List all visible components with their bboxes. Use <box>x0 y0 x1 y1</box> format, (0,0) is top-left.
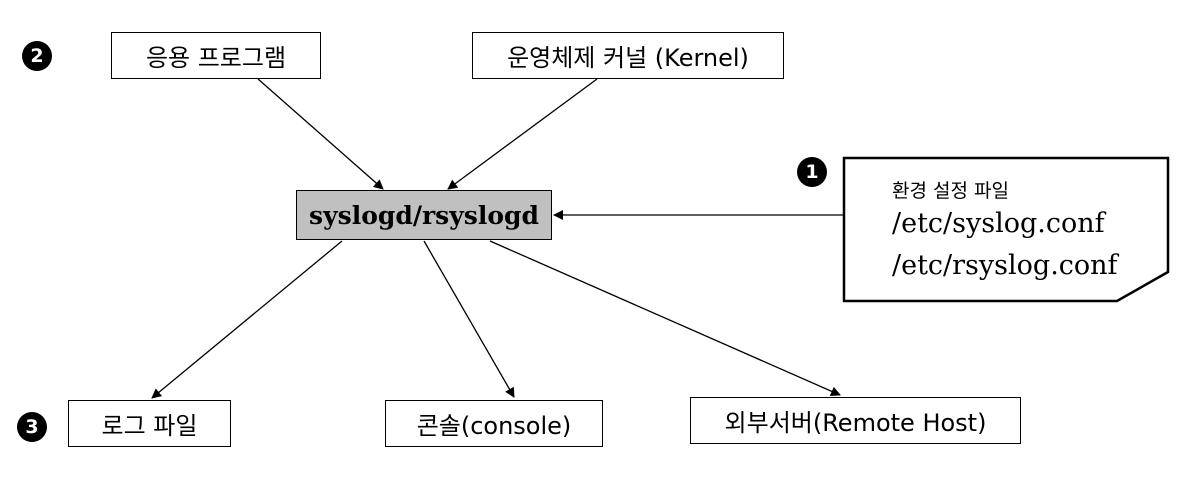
kernel-box: 운영체제 커널 (Kernel) <box>472 32 784 79</box>
log-file-box: 로그 파일 <box>68 400 231 447</box>
log-file-label: 로그 파일 <box>101 412 198 440</box>
syslogd-label: syslogd/rsyslogd <box>309 200 539 230</box>
step-1-badge: 1 <box>797 157 827 187</box>
remote-host-box: 외부서버(Remote Host) <box>690 397 1021 444</box>
console-box: 콘솔(console) <box>385 400 603 447</box>
arrow-syslogd-to-console <box>423 240 515 398</box>
config-file-syslog: /etc/syslog.conf <box>892 208 1105 239</box>
step-2-badge: 2 <box>22 41 52 71</box>
arrow-syslogd-to-remote <box>489 240 841 396</box>
application-box: 응용 프로그램 <box>111 32 321 79</box>
arrow-syslogd-to-logfile <box>151 240 343 399</box>
config-file-rsyslog: /etc/rsyslog.conf <box>892 250 1118 281</box>
application-label: 응용 프로그램 <box>145 44 287 72</box>
step-3-badge: 3 <box>17 412 47 442</box>
syslogd-box: syslogd/rsyslogd <box>296 190 552 240</box>
console-label: 콘솔(console) <box>416 412 572 440</box>
remote-host-label: 외부서버(Remote Host) <box>724 409 987 437</box>
kernel-label: 운영체제 커널 (Kernel) <box>507 44 749 72</box>
arrow-kernel-to-syslogd <box>447 78 598 190</box>
config-title: 환경 설정 파일 <box>892 180 1009 202</box>
config-file-document-shape <box>842 156 1170 303</box>
arrow-app-to-syslogd <box>257 78 384 190</box>
